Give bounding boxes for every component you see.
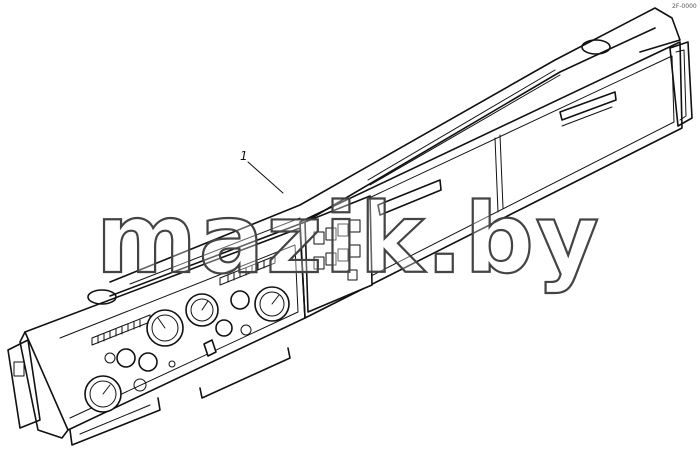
lower-bracket-right xyxy=(199,347,291,399)
lower-bracket-left xyxy=(69,397,161,446)
top-beam xyxy=(87,7,681,305)
watermark: mazik.by xyxy=(96,183,601,295)
switch-8 xyxy=(349,244,361,258)
switch-6 xyxy=(325,252,337,266)
indicator-lamp-left xyxy=(104,352,116,364)
warning-lamp xyxy=(240,324,252,336)
indicator-lamp-center xyxy=(168,360,176,368)
corner-code: 2F-0000 xyxy=(672,3,697,10)
switch-7 xyxy=(337,248,349,262)
indicator-strip-right xyxy=(219,255,276,286)
instrument-cluster xyxy=(7,227,306,446)
left-end-bracket xyxy=(7,339,41,429)
callout-number: 1 xyxy=(240,149,248,163)
gauge-small-3 xyxy=(215,319,233,337)
glovebox-handle xyxy=(559,91,617,121)
center-vent xyxy=(377,179,442,216)
switch-3 xyxy=(337,223,349,237)
gauge-small-2 xyxy=(138,352,158,372)
indicator-strip-left xyxy=(91,314,151,346)
right-panel xyxy=(299,41,683,319)
beam-hole-right xyxy=(581,39,611,55)
switch-block xyxy=(304,195,373,313)
switch-9 xyxy=(347,269,358,281)
gauge-small-1 xyxy=(116,348,136,368)
callout-1: 1 xyxy=(240,149,284,194)
gauge-small-4 xyxy=(230,290,250,310)
left-end-latch xyxy=(13,361,25,377)
switch-4 xyxy=(349,219,361,233)
control-knob xyxy=(203,339,217,357)
switch-5 xyxy=(313,256,325,270)
switch-2 xyxy=(325,227,337,241)
switch-1 xyxy=(313,231,325,245)
ignition-switch xyxy=(133,378,147,392)
